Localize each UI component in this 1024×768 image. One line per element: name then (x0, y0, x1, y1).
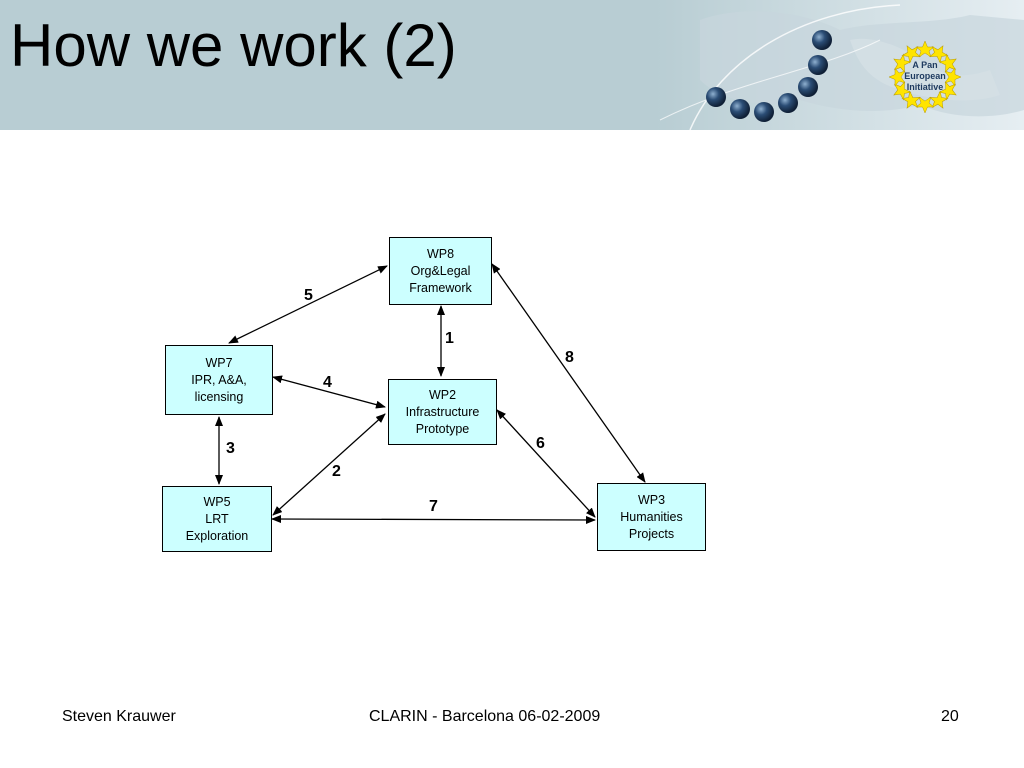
wp8-box: WP8 Org&Legal Framework (389, 237, 492, 305)
slide-title: How we work (2) (10, 12, 457, 79)
edge-8-connector (491, 263, 646, 483)
edge-label-4: 4 (323, 374, 332, 391)
edge-7-connector (271, 515, 596, 524)
wp7-line-2: IPR, A&A, (191, 372, 247, 387)
wp5-box: WP5 LRT Exploration (162, 486, 272, 552)
edge-2-connector (272, 413, 386, 516)
wp5-line-2: LRT (205, 511, 229, 526)
orbit-dots (706, 30, 832, 122)
wp2-line-2: Infrastructure (405, 404, 480, 419)
edge-label-3: 3 (226, 440, 235, 457)
wp2-line-3: Prototype (415, 421, 470, 436)
header-banner: A Pan European Initiative How we work (2… (0, 0, 1024, 130)
wp8-line-1: WP8 (426, 246, 455, 261)
wp5-line-1: WP5 (203, 494, 231, 509)
europe-map-decoration: A Pan European Initiative (655, 0, 1024, 130)
wp3-box: WP3 Humanities Projects (597, 483, 706, 551)
wp7-line-1: WP7 (205, 355, 233, 370)
logo-text-line-2: European (904, 71, 946, 81)
edge-label-1: 1 (445, 330, 454, 347)
wp8-line-2: Org&Legal (410, 263, 471, 278)
edge-label-7: 7 (429, 498, 438, 515)
edge-6-connector (496, 409, 596, 518)
wp7-box: WP7 IPR, A&A, licensing (165, 345, 273, 415)
logo-text-line-1: A Pan (912, 60, 937, 70)
footer-page-number: 20 (941, 708, 959, 725)
edge-label-5: 5 (304, 287, 313, 304)
wp3-line-3: Projects (628, 526, 675, 541)
edge-label-6: 6 (536, 435, 545, 452)
wp2-box: WP2 Infrastructure Prototype (388, 379, 497, 445)
edge-4-connector (272, 375, 386, 409)
footer-event: CLARIN - Barcelona 06-02-2009 (369, 708, 601, 725)
wp7-line-3: licensing (194, 389, 244, 404)
wp2-line-1: WP2 (428, 387, 457, 402)
wp5-line-3: Exploration (185, 528, 249, 543)
wp3-line-1: WP3 (637, 492, 666, 507)
wp3-line-2: Humanities (620, 509, 683, 524)
logo-text-line-3: Initiative (907, 82, 944, 92)
edge-5-connector (228, 265, 388, 344)
edge-label-8: 8 (565, 349, 574, 366)
footer-author: Steven Krauwer (62, 708, 176, 725)
edge-label-2: 2 (332, 463, 341, 480)
eu-stars-logo-icon: A Pan European Initiative (888, 40, 962, 114)
wp8-line-3: Framework (409, 280, 472, 295)
